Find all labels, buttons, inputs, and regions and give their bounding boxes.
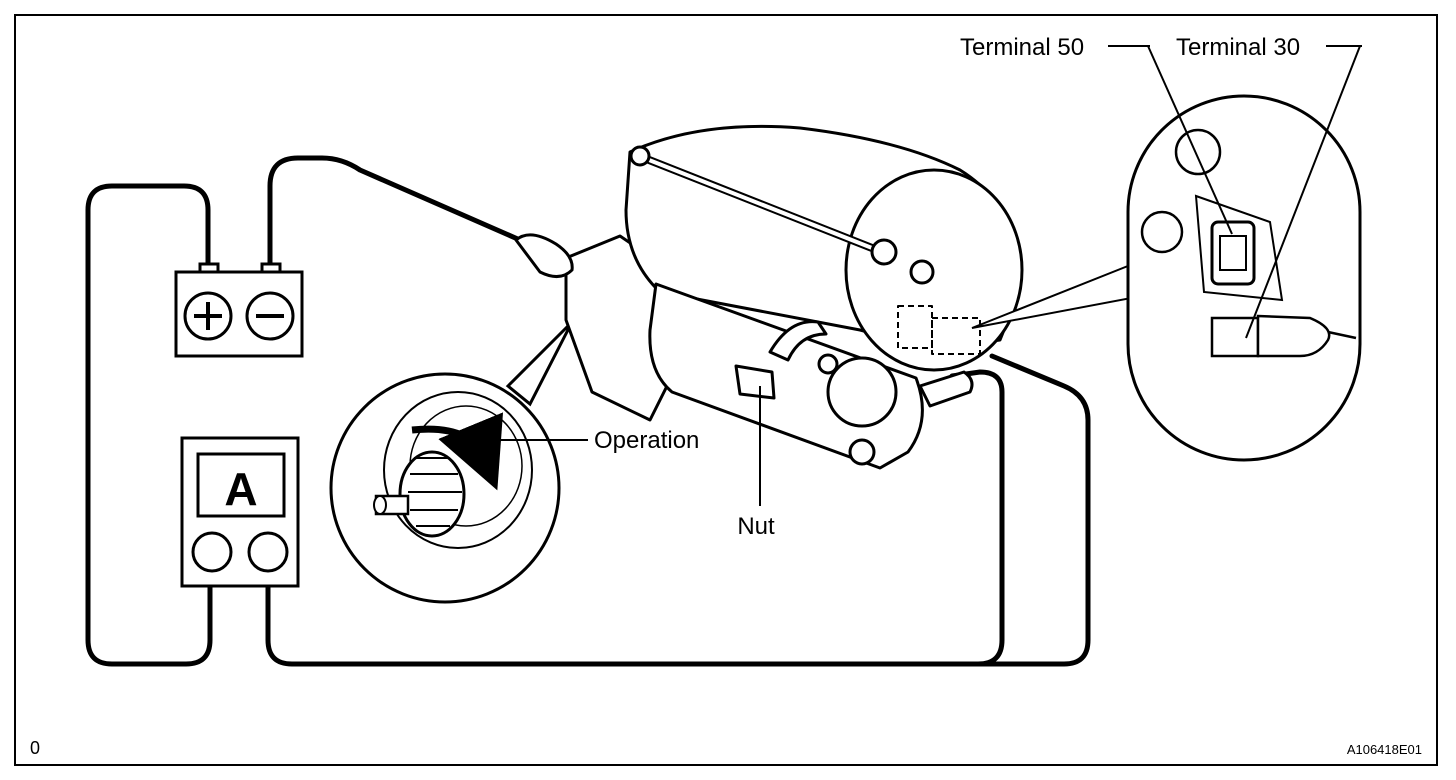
pinion-detail (329, 320, 574, 604)
terminal-50-label: Terminal 50 (960, 34, 1084, 61)
ammeter-jack-left (191, 531, 233, 573)
wire-terminal-30-loop (975, 353, 1091, 667)
wire-ammeter-to-terminal-50 (265, 369, 1005, 667)
corner-left-label: 0 (30, 738, 40, 758)
wiring (85, 155, 1091, 667)
ammeter-letter: A (224, 463, 257, 515)
terminal-detail (971, 94, 1362, 462)
terminal-30-lead (918, 370, 974, 408)
battery-lead-clip (514, 233, 574, 278)
terminal-30-leader-diag (1245, 45, 1361, 339)
pinion-callout-pointer (505, 320, 574, 407)
ammeter-jack-right (247, 531, 289, 573)
terminal-30-label: Terminal 30 (1176, 34, 1300, 61)
ammeter-display (196, 452, 286, 518)
nut-label: Nut (737, 513, 775, 540)
terminal-50-leader-diag (1147, 45, 1233, 235)
figure-code: A106418E01 (1347, 742, 1422, 757)
operation-label: Operation (594, 427, 699, 454)
rotation-arrow-icon (411, 412, 504, 491)
battery (174, 262, 304, 358)
wire-battery-minus-to-starter (267, 155, 523, 271)
pinion-gear (398, 450, 466, 538)
nut-bracket (734, 364, 776, 400)
solenoid-end (826, 356, 898, 428)
ammeter (180, 436, 300, 588)
terminal-30-boot (1256, 314, 1331, 358)
wire-battery-plus-to-ammeter (85, 183, 213, 667)
starter-motor (514, 124, 1024, 470)
